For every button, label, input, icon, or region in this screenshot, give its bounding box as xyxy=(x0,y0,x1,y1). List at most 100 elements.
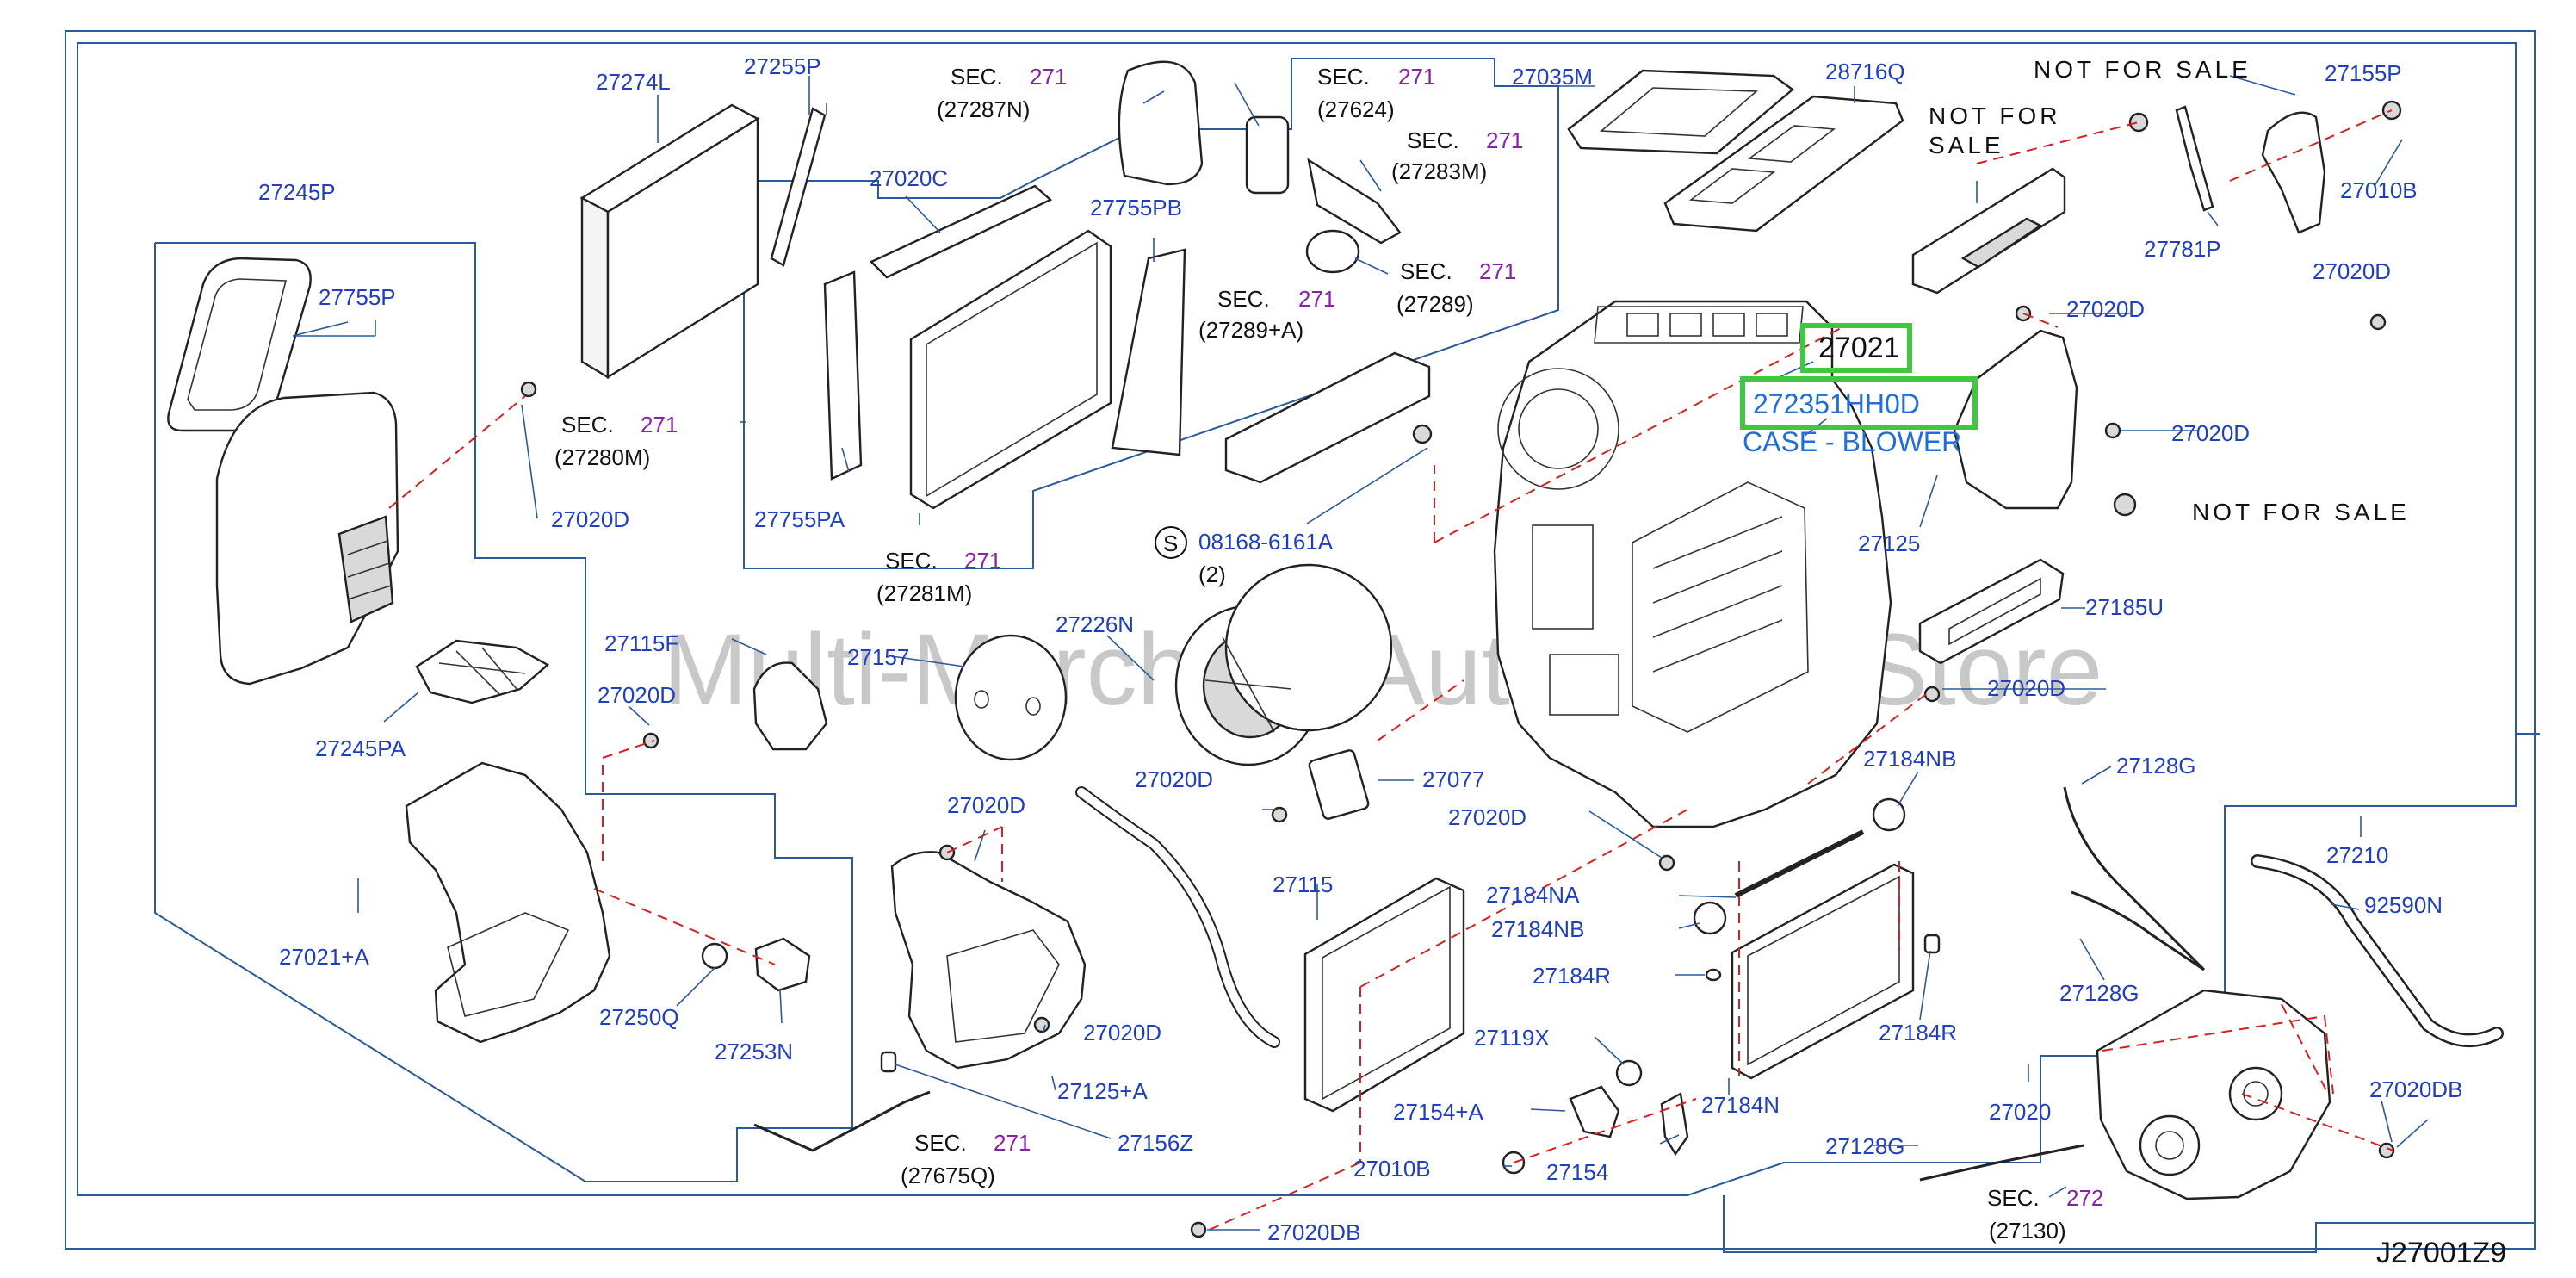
part-labels: 27274L 27255P 27245P 27755P 27020C 27755… xyxy=(258,53,2462,1245)
part-label[interactable]: 27077 xyxy=(1422,766,1484,792)
part-label[interactable]: 27020D xyxy=(1448,804,1526,830)
part-label[interactable]: 27755P xyxy=(319,284,396,310)
part-drawings xyxy=(167,60,2504,1238)
sec-prefix: SEC. xyxy=(914,1130,967,1156)
part-label[interactable]: 27274L xyxy=(596,69,671,95)
part-label[interactable]: 27185U xyxy=(2085,594,2164,620)
part-label[interactable]: 27226N xyxy=(1056,611,1134,637)
part-label[interactable]: 27245PA xyxy=(315,735,406,761)
part-label[interactable]: 27255P xyxy=(744,53,821,79)
part-label[interactable]: 27010B xyxy=(2340,177,2418,203)
part-label[interactable]: 27020D xyxy=(551,506,629,532)
part-label[interactable]: 27020D xyxy=(598,682,676,708)
sec-prefix: SEC. xyxy=(1400,258,1452,284)
assembly-line xyxy=(2102,1015,2325,1052)
part-label[interactable]: 27020C xyxy=(870,165,948,191)
sec-number[interactable]: 272 xyxy=(2066,1185,2103,1211)
part-label[interactable]: 27020D xyxy=(1083,1020,1161,1045)
part-label[interactable]: 27128G xyxy=(2059,980,2139,1006)
assembly-line xyxy=(593,888,776,965)
sec-number[interactable]: 271 xyxy=(994,1130,1031,1156)
part-label[interactable]: 27755PB xyxy=(1090,195,1182,220)
sec-number[interactable]: 271 xyxy=(964,548,1001,574)
part-label[interactable]: 27154 xyxy=(1546,1159,1608,1185)
not-for-sale-right: NOT FOR SALE xyxy=(2192,499,2410,525)
part-label[interactable]: 27154+A xyxy=(1393,1099,1483,1125)
part-label[interactable]: 27020DB xyxy=(1267,1219,1360,1245)
screw-27020db-a xyxy=(1190,1221,1207,1238)
part-label[interactable]: 27010B xyxy=(1353,1156,1431,1182)
sec-ref: (27130) xyxy=(1989,1218,2066,1244)
part-label[interactable]: 27184NB xyxy=(1863,746,1956,772)
part-label[interactable]: 27125+A xyxy=(1057,1078,1148,1104)
part-label[interactable]: 27155P xyxy=(2325,60,2402,86)
highlight-part-number[interactable]: 27021 xyxy=(1818,332,1900,364)
part-label[interactable]: 27020D xyxy=(1987,675,2065,701)
sec-prefix: SEC. xyxy=(1317,64,1370,90)
sec-number[interactable]: 271 xyxy=(1398,64,1435,90)
section-references: SEC. 271 (27287N) SEC. 271 (27624) SEC. … xyxy=(554,64,2103,1244)
assembly-line xyxy=(602,740,655,759)
sec-number[interactable]: 271 xyxy=(1030,64,1067,90)
sec-number[interactable]: 271 xyxy=(1479,258,1516,284)
motor-27253n xyxy=(754,937,811,992)
assembly-line xyxy=(2229,109,2393,182)
part-label[interactable]: 27020D xyxy=(947,792,1025,818)
screw-part-number[interactable]: 08168-6161A xyxy=(1198,529,1334,555)
part-label[interactable]: 27115F xyxy=(604,630,678,656)
part-label[interactable]: 27781P xyxy=(2144,236,2221,262)
knob-27250q xyxy=(701,942,728,970)
part-label[interactable]: 27250Q xyxy=(599,1004,679,1030)
ring-27289 xyxy=(1305,229,1360,274)
part-label[interactable]: 27119X xyxy=(1474,1025,1550,1051)
bushing-27184r xyxy=(1705,968,1722,982)
assembly-line xyxy=(1377,679,1464,741)
highlight-oem-code[interactable]: 272351HH0D xyxy=(1753,388,1920,419)
heater-core-27115 xyxy=(1303,877,1465,1113)
clip-27156z xyxy=(880,1051,897,1073)
highlight-group[interactable]: 27021 272351HH0D CASE - BLOWER xyxy=(1740,323,1978,457)
sec-number[interactable]: 271 xyxy=(1486,127,1523,153)
part-label[interactable]: 27020D xyxy=(2313,258,2391,284)
part-label[interactable]: 27157 xyxy=(847,644,909,670)
diagram-frame xyxy=(65,30,2540,1253)
part-label[interactable]: 27128G xyxy=(2116,753,2196,779)
part-label[interactable]: 27115 xyxy=(1273,872,1333,897)
part-label[interactable]: 27020D xyxy=(2171,420,2250,446)
part-label[interactable]: 92590N xyxy=(2364,892,2443,918)
sec-prefix: SEC. xyxy=(1407,127,1459,153)
case-27125 xyxy=(1953,329,2078,510)
sec-number[interactable]: 271 xyxy=(1298,286,1335,312)
part-label[interactable]: 27020 xyxy=(1989,1099,2051,1125)
part-label[interactable]: 27184NA xyxy=(1486,882,1580,908)
intake-housing-27245p xyxy=(215,391,399,686)
part-label[interactable]: 27184R xyxy=(1533,963,1611,989)
part-label[interactable]: 27020D xyxy=(2066,296,2145,322)
sec-prefix: SEC. xyxy=(951,64,1003,90)
part-label[interactable]: 27035M xyxy=(1512,64,1593,90)
sec-ref: (27289+A) xyxy=(1198,317,1303,343)
part-label[interactable]: 28716Q xyxy=(1825,59,1905,84)
part-label[interactable]: 27020D xyxy=(1135,766,1213,792)
part-label[interactable]: 27210 xyxy=(2326,842,2388,868)
sec-number[interactable]: 271 xyxy=(641,412,678,437)
part-label[interactable]: 27245P xyxy=(258,179,336,205)
screw-27020d-h xyxy=(2104,422,2121,439)
part-label[interactable]: 27184NB xyxy=(1491,916,1584,942)
part-label[interactable]: 27184N xyxy=(1701,1092,1780,1118)
grille-28716q xyxy=(1663,95,1904,233)
bar-27289a xyxy=(1224,351,1431,484)
frame-27035m xyxy=(1567,69,1794,155)
heater-hose-27115 xyxy=(1075,786,1280,1048)
part-label[interactable]: 27128G xyxy=(1825,1133,1905,1159)
screw-reference: S 08168-6161A (2) xyxy=(1155,526,1334,587)
part-label[interactable]: 27156Z xyxy=(1118,1130,1193,1156)
part-label[interactable]: 27125 xyxy=(1858,530,1920,556)
part-label[interactable]: 27184R xyxy=(1879,1020,1957,1045)
assembly-line xyxy=(2241,1093,2394,1151)
screw-quantity: (2) xyxy=(1198,561,1226,587)
part-label[interactable]: 27755PA xyxy=(754,506,845,532)
part-label[interactable]: 27253N xyxy=(715,1039,793,1064)
part-label[interactable]: 27020DB xyxy=(2369,1076,2462,1102)
part-label[interactable]: 27021+A xyxy=(279,944,369,970)
